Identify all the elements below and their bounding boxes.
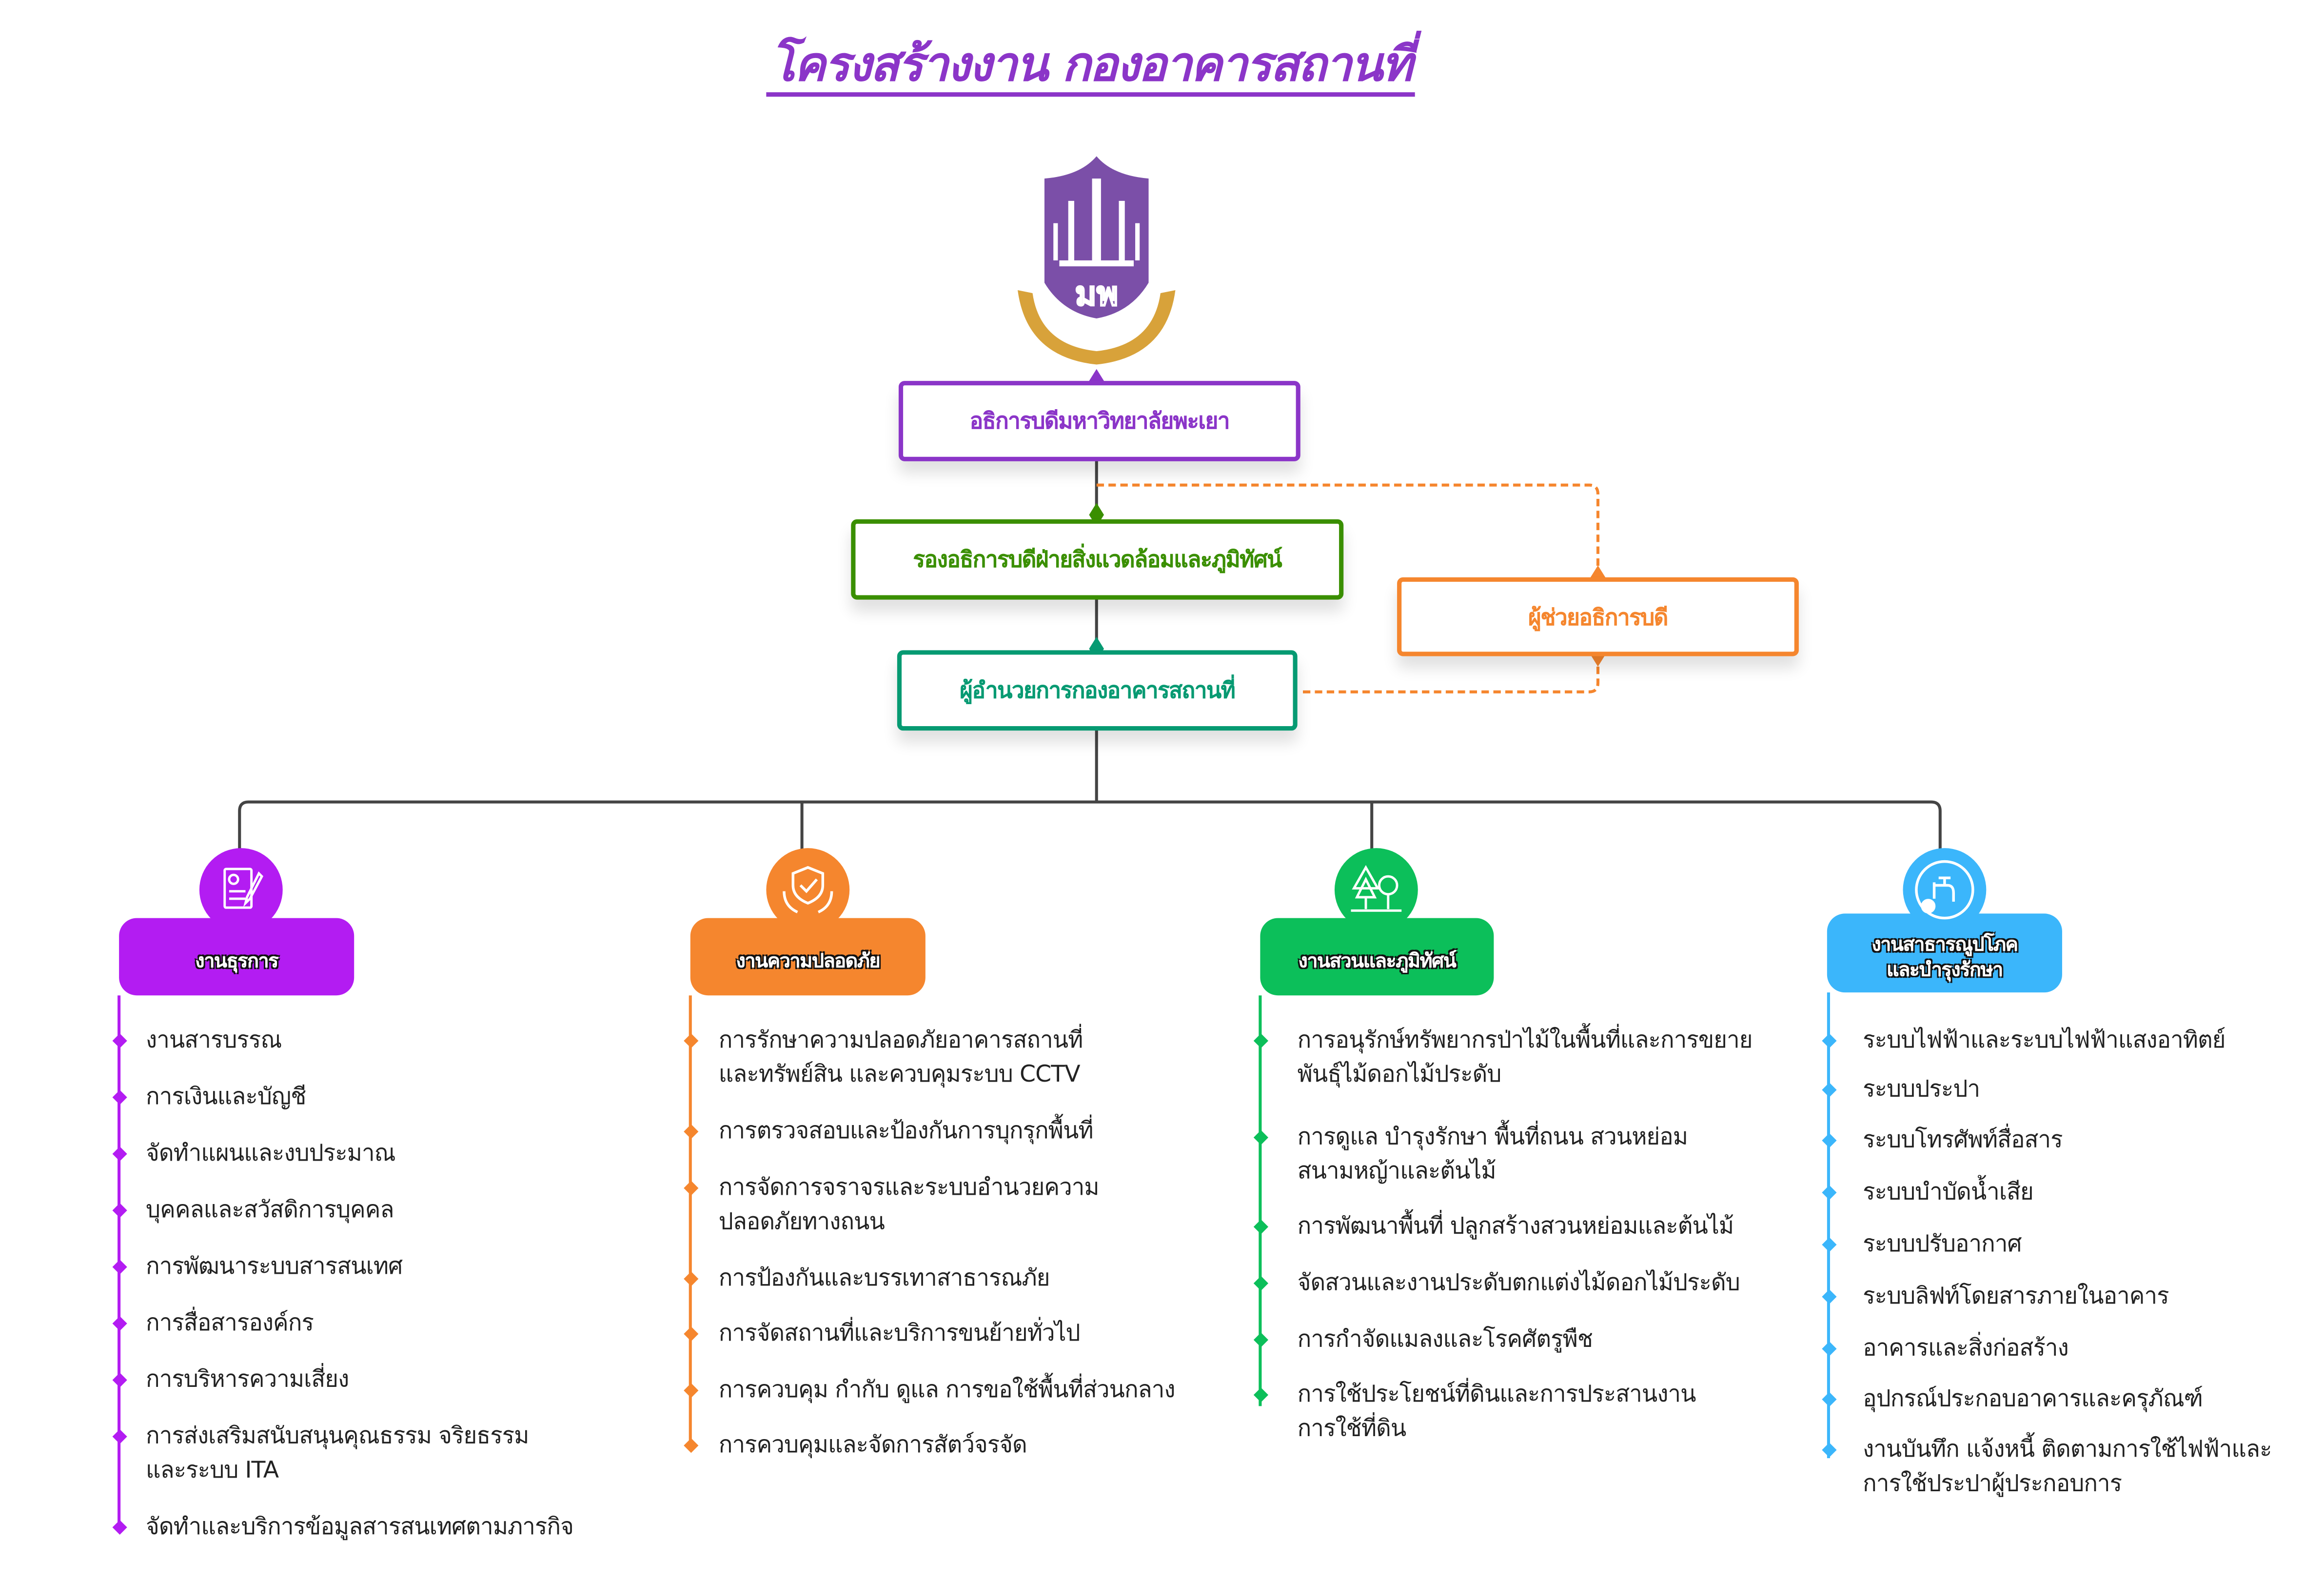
list-item: การป้องกันและบรรเทาสาธารณภัย <box>718 1264 1050 1292</box>
list-item: การควบคุม กำกับ ดูแล การขอใช้พื้นที่ส่วน… <box>718 1376 1176 1403</box>
section-header-admin[interactable]: งานธุรการ <box>119 918 355 996</box>
list-line <box>1259 995 1262 1406</box>
list-item: บุคคลและสวัสดิการบุคคล <box>146 1196 394 1224</box>
list-item: การรักษาความปลอดภัยอาคารสถานที่ และทรัพย… <box>718 1027 1083 1088</box>
document-gear-icon <box>199 848 283 932</box>
list-item: จัดทำแผนและงบประมาณ <box>146 1140 395 1167</box>
list-item: ระบบลิฟท์โดยสารภายในอาคาร <box>1863 1283 2169 1310</box>
faucet-plug-icon <box>1903 848 1987 932</box>
director-label: ผู้อำนวยการกองอาคารสถานที่ <box>960 677 1236 704</box>
president-label: อธิการบดีมหาวิทยาลัยพะเยา <box>969 408 1230 434</box>
assistant-president-box[interactable]: ผู้ช่วยอธิการบดี <box>1397 577 1799 656</box>
list-item: การดูแล บำรุงรักษา พื้นที่ถนน สวนหย่อม ส… <box>1297 1123 1688 1185</box>
vice-president-box[interactable]: รองอธิการบดีฝ่ายสิ่งแวดล้อมและภูมิทัศน์ <box>851 519 1344 600</box>
assistant-label: ผู้ช่วยอธิการบดี <box>1528 603 1668 631</box>
page-title: โครงสร้างงาน กองอาคารสถานที่ <box>0 27 2181 103</box>
list-item: ระบบประปา <box>1863 1076 1980 1103</box>
list-line <box>689 995 692 1451</box>
list-item: งานบันทึก แจ้งหนี้ ติดตามการใช้ไฟฟ้าและ … <box>1863 1436 2272 1497</box>
list-item: การบริหารความเสี่ยง <box>146 1366 349 1393</box>
list-item: อุปกรณ์ประกอบอาคารและครุภัณฑ์ <box>1863 1385 2203 1412</box>
list-item: จัดสวนและงานประดับตกแต่งไม้ดอกไม้ประดับ <box>1297 1269 1740 1296</box>
list-item: การจัดการจราจรและระบบอำนวยความ ปลอดภัยทา… <box>718 1174 1100 1235</box>
list-item: การจัดสถานที่และบริการขนย้ายทั่วไป <box>718 1320 1081 1347</box>
connector <box>238 800 1942 856</box>
list-line <box>1827 992 1830 1459</box>
list-item: การส่งเสริมสนับสนุนคุณธรรม จริยธรรม และร… <box>146 1422 529 1484</box>
list-item: การพัฒนาระบบสารสนเทศ <box>146 1253 403 1280</box>
director-box[interactable]: ผู้อำนวยการกองอาคารสถานที่ <box>897 650 1298 731</box>
list-item: การอนุรักษ์ทรัพยากรป่าไม้ในพื้นที่และการ… <box>1297 1027 1753 1088</box>
dashed-connector <box>1300 654 1600 693</box>
list-item: ระบบปรับอากาศ <box>1863 1230 2022 1258</box>
list-item: ระบบบำบัดน้ำเสีย <box>1863 1178 2034 1205</box>
trees-icon <box>1334 848 1418 932</box>
list-item: งานสารบรรณ <box>146 1027 282 1054</box>
list-item: อาคารและสิ่งก่อสร้าง <box>1863 1334 2069 1362</box>
section-header-label: งานสวนและภูมิทัศน์ <box>1298 950 1456 972</box>
vice-president-label: รองอธิการบดีฝ่ายสิ่งแวดล้อมและภูมิทัศน์ <box>913 546 1282 573</box>
shield-hands-icon <box>766 848 850 932</box>
list-item: การควบคุมและจัดการสัตว์จรจัด <box>718 1431 1027 1459</box>
list-item: การสื่อสารองค์กร <box>146 1309 314 1336</box>
university-logo: มพ <box>1018 156 1176 365</box>
list-item: การเงินและบัญชี <box>146 1083 306 1110</box>
list-item: ระบบไฟฟ้าและระบบไฟฟ้าแสงอาทิตย์ <box>1863 1027 2226 1054</box>
president-box[interactable]: อธิการบดีมหาวิทยาลัยพะเยา <box>898 381 1300 461</box>
list-item: การตรวจสอบและป้องกันการบุกรุกพื้นที่ <box>718 1117 1094 1145</box>
list-item: การใช้ประโยชน์ที่ดินและการประสานงาน การใ… <box>1297 1381 1696 1442</box>
list-item: การพัฒนาพื้นที่ ปลูกสร้างสวนหย่อมและต้นไ… <box>1297 1212 1734 1240</box>
title-text: โครงสร้างงาน กองอาคารสถานที่ <box>767 36 1415 97</box>
section-header-label: งานความปลอดภัย <box>736 950 880 972</box>
section-header-label: งานสาธารณูปโภค และบำรุงรักษา <box>1871 933 2018 982</box>
section-header-label: งานธุรการ <box>195 950 278 972</box>
list-item: จัดทำและบริการข้อมูลสารสนเทศตามภารกิจ <box>146 1513 574 1540</box>
list-item: การกำจัดแมลงและโรคศัตรูพืช <box>1297 1325 1593 1353</box>
dashed-connector <box>1096 483 1600 577</box>
list-item: ระบบโทรศัพท์สื่อสาร <box>1863 1126 2063 1153</box>
svg-text:มพ: มพ <box>1075 275 1118 313</box>
